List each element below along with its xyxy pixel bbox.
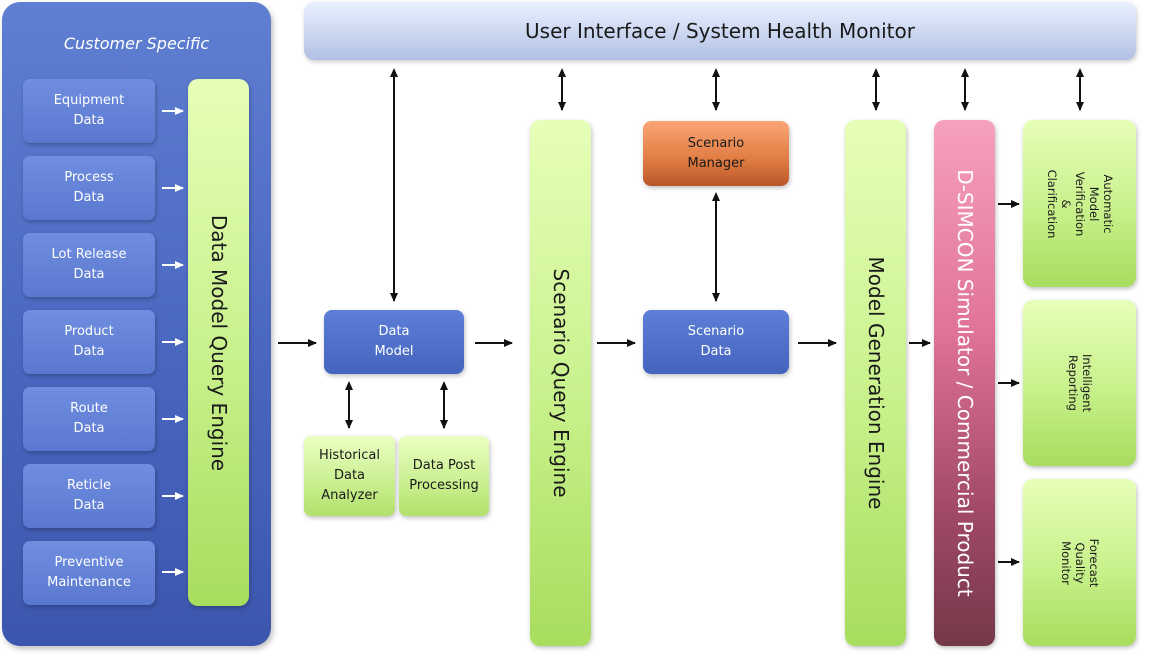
historical-data-analyzer-box[interactable]: Historical Data Analyzer <box>304 436 395 516</box>
data-model-query-engine[interactable]: Data Model Query Engine <box>188 79 249 606</box>
user-interface-health-monitor-bar[interactable]: User Interface / System Health Monitor <box>304 2 1136 60</box>
scenario-query-engine[interactable]: Scenario Query Engine <box>530 120 591 646</box>
intelligent-reporting-label: Intelligent Reporting <box>1065 353 1094 413</box>
data-post-processing-box[interactable]: Data Post Processing <box>399 436 489 516</box>
customer-specific-title: Customer Specific <box>63 34 210 53</box>
d-simcon-simulator[interactable]: D-SIMCON Simulator / Commercial Product <box>934 120 995 646</box>
route-data-card[interactable]: Route Data <box>23 387 155 451</box>
intelligent-reporting-box[interactable]: Intelligent Reporting <box>1023 300 1136 466</box>
forecast-quality-monitor-label: Forecast Quality Monitor <box>1058 538 1101 587</box>
reticle-data-card[interactable]: Reticle Data <box>23 464 155 528</box>
scenario-query-engine-label: Scenario Query Engine <box>548 268 573 498</box>
equipment-data-card[interactable]: Equipment Data <box>23 79 155 143</box>
data-model-box[interactable]: Data Model <box>324 310 464 374</box>
scenario-manager-box[interactable]: Scenario Manager <box>643 121 789 186</box>
automatic-model-verification-box[interactable]: Automatic Model Verification & Clarifica… <box>1023 120 1136 287</box>
forecast-quality-monitor-box[interactable]: Forecast Quality Monitor <box>1023 479 1136 646</box>
preventive-maintenance-card[interactable]: Preventive Maintenance <box>23 541 155 605</box>
d-simcon-simulator-label: D-SIMCON Simulator / Commercial Product <box>952 169 977 597</box>
lot-release-data-card[interactable]: Lot Release Data <box>23 233 155 297</box>
process-data-card[interactable]: Process Data <box>23 156 155 220</box>
data-model-query-engine-label: Data Model Query Engine <box>206 214 231 471</box>
automatic-model-verification-label: Automatic Model Verification & Clarifica… <box>1044 169 1115 238</box>
scenario-data-box[interactable]: Scenario Data <box>643 310 789 374</box>
model-generation-engine[interactable]: Model Generation Engine <box>845 120 906 646</box>
product-data-card[interactable]: Product Data <box>23 310 155 374</box>
model-generation-engine-label: Model Generation Engine <box>863 256 888 510</box>
